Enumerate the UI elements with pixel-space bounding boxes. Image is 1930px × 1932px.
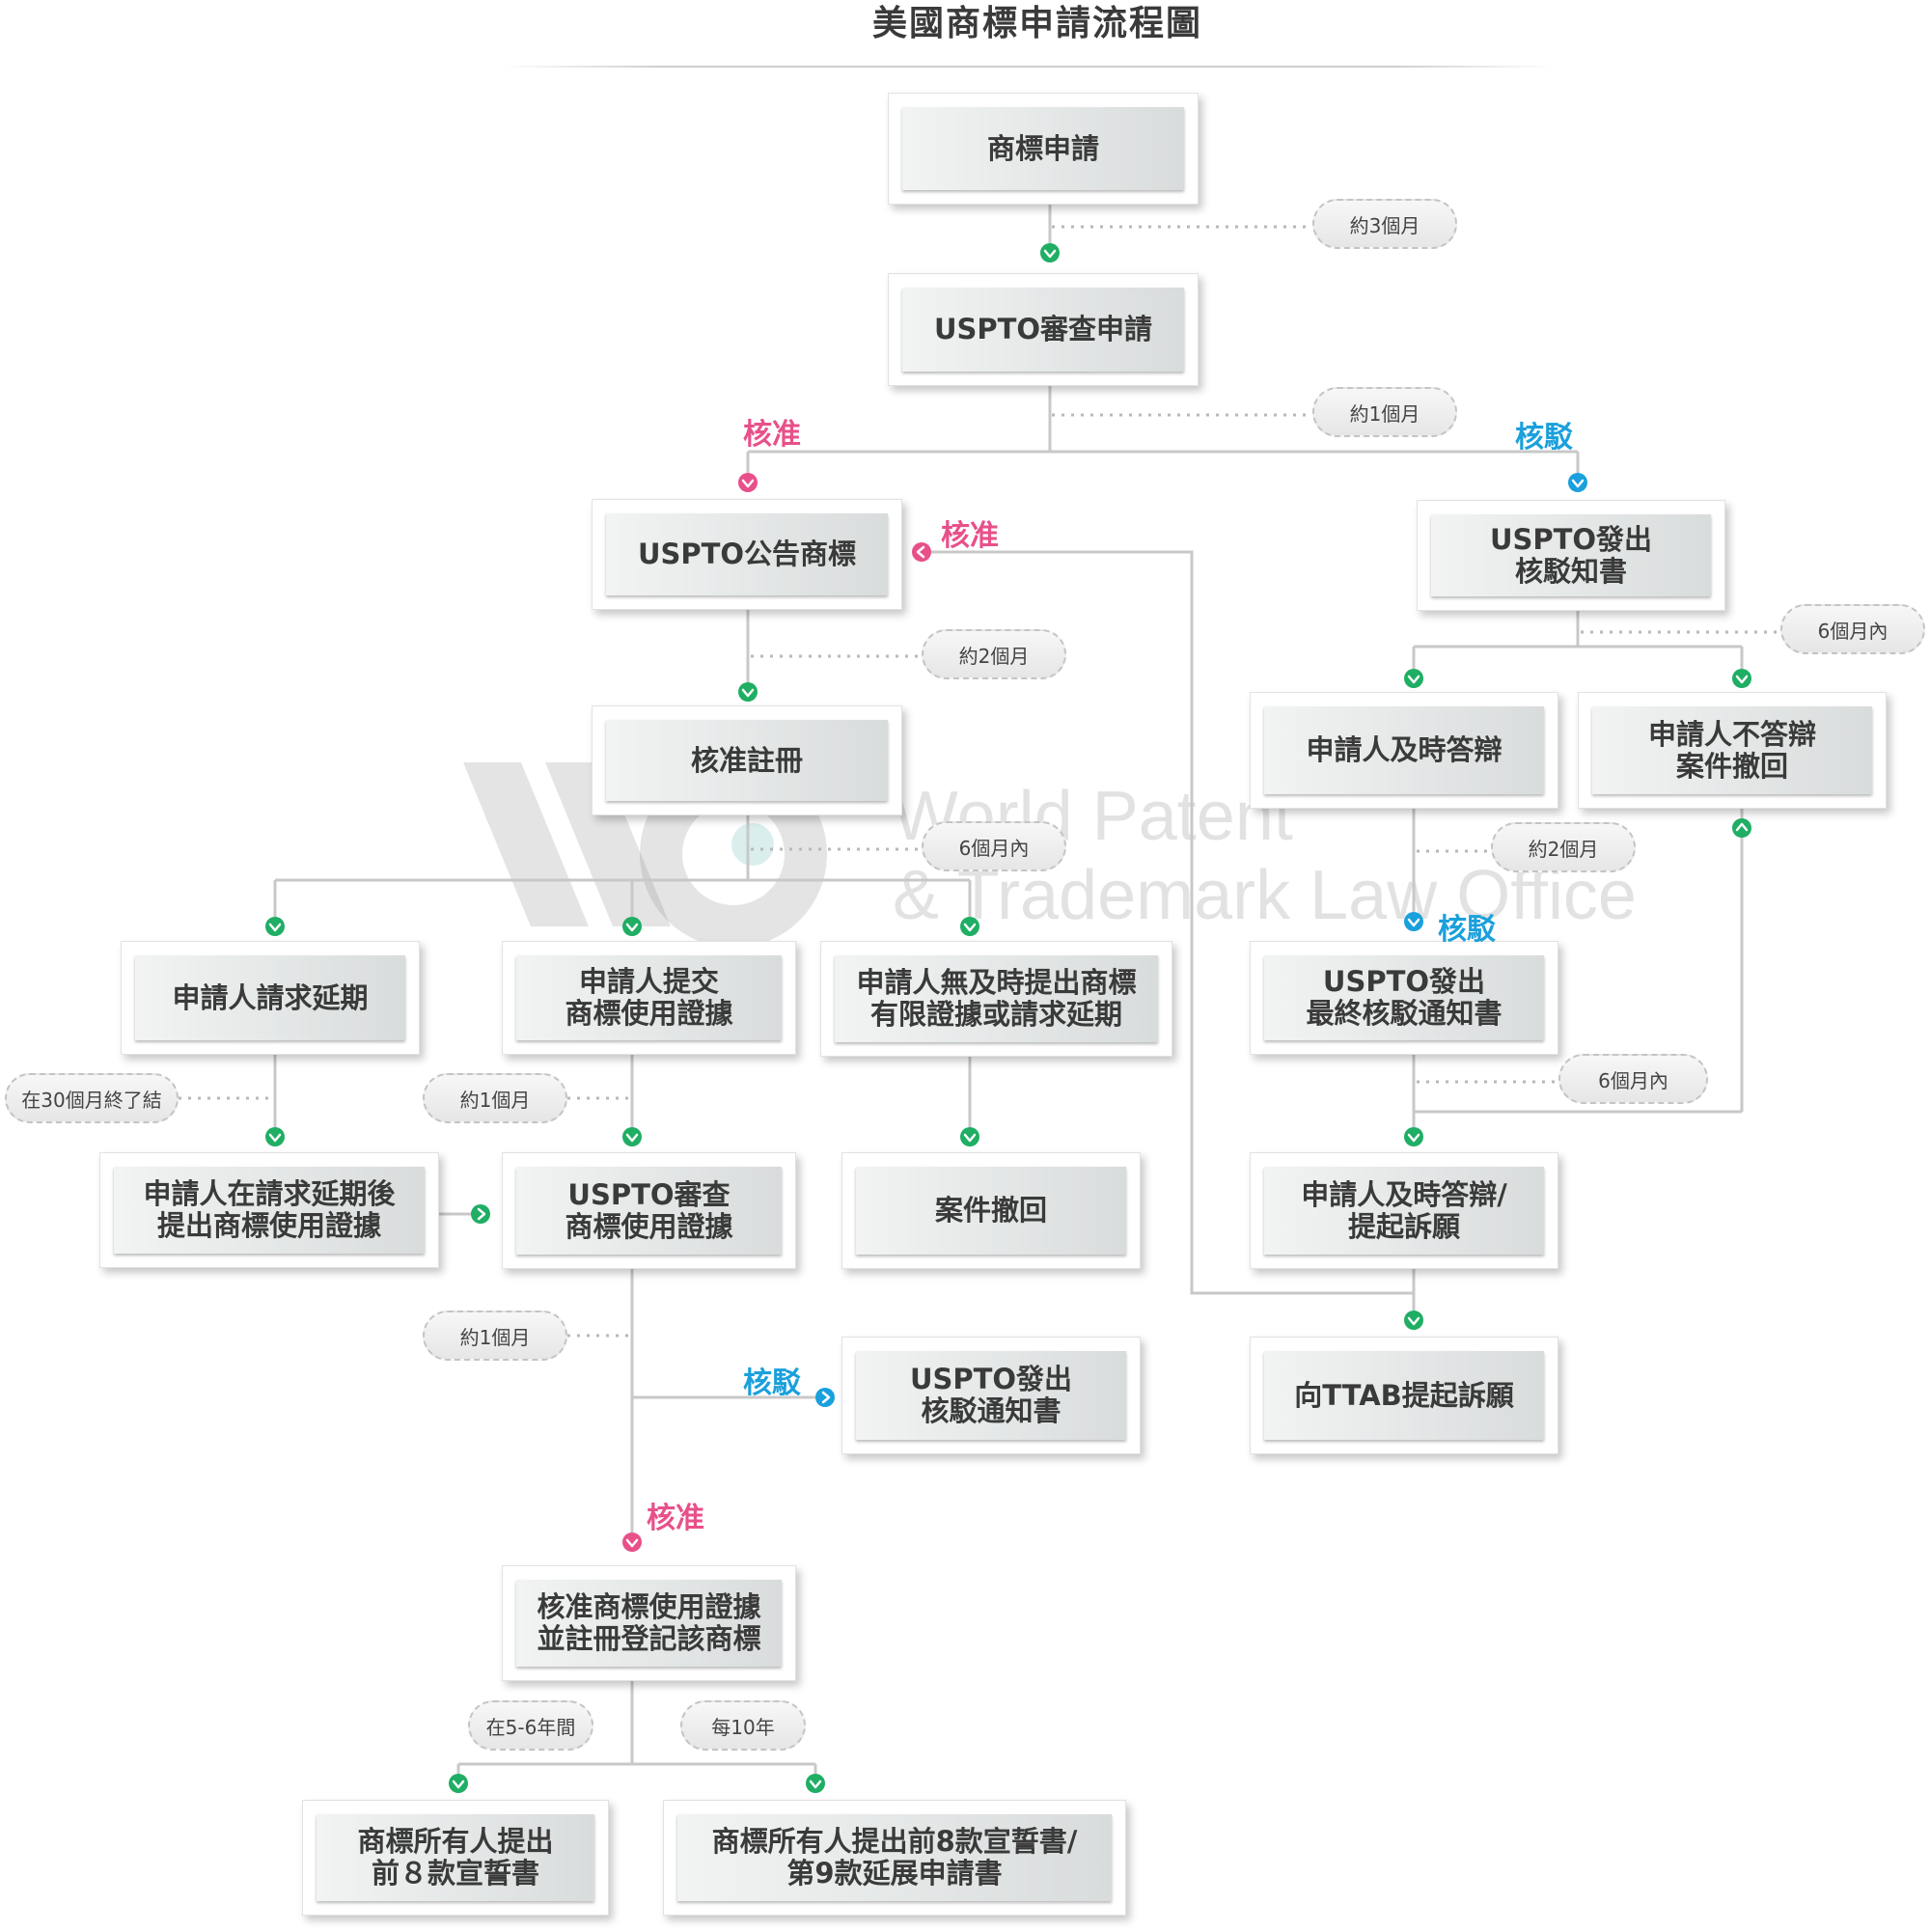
page-title: 美國商標申請流程圖 xyxy=(871,4,1202,43)
box-label: USPTO審查申請 xyxy=(933,313,1153,345)
box-response-or-appeal: 申請人及時答辯/ 提起訴願 xyxy=(1250,1152,1558,1269)
box-label: 核准商標使用證據 並註冊登記該商標 xyxy=(537,1590,761,1655)
decision-label-reject: 核駁 xyxy=(1438,913,1496,947)
box-approve-and-register: 核准商標使用證據 並註冊登記該商標 xyxy=(502,1565,796,1681)
decision-label-approve: 核准 xyxy=(941,519,999,553)
duration-pill: 在30個月終了結 xyxy=(5,1073,179,1123)
box-office-action: USPTO發出 核駁知書 xyxy=(1417,500,1725,611)
duration-pill: 約3個月 xyxy=(1312,199,1457,249)
box-final-office-action: USPTO發出 最終核駁通知書 xyxy=(1250,941,1558,1055)
box-uspto-publish: USPTO公告商標 xyxy=(592,499,902,610)
box-label: 核准註冊 xyxy=(690,743,803,777)
box-label: 向TTAB提起訴願 xyxy=(1294,1378,1514,1412)
duration-pill: 約1個月 xyxy=(423,1311,567,1361)
box-evidence-after-extension: 申請人在請求延期後 提出商標使用證據 xyxy=(99,1152,439,1268)
decision-label-approve: 核准 xyxy=(743,418,801,452)
box-submit-use-evidence: 申請人提交 商標使用證據 xyxy=(502,941,796,1055)
duration-pill: 約2個月 xyxy=(1491,822,1636,872)
box-label: 商標申請 xyxy=(986,131,1099,165)
duration-pill: 約2個月 xyxy=(922,629,1066,679)
box-label: 申請人及時答辯 xyxy=(1306,733,1503,766)
box-label: 商標所有人提出 前８款宣誓書 xyxy=(357,1825,554,1890)
box-label: 商標所有人提出前8款宣誓書/ 第9款延展申請書 xyxy=(711,1825,1078,1890)
box-review-use-evidence: USPTO審查 商標使用證據 xyxy=(502,1152,796,1269)
box-label: USPTO發出 核駁知書 xyxy=(1489,522,1653,588)
duration-pill: 每10年 xyxy=(680,1700,806,1751)
box-label: 申請人提交 商標使用證據 xyxy=(565,965,733,1030)
duration-pill: 6個月內 xyxy=(922,821,1066,871)
box-label: 申請人及時答辯/ 提起訴願 xyxy=(1301,1177,1507,1243)
decision-label-approve: 核准 xyxy=(647,1502,704,1535)
box-trademark-application: 商標申請 xyxy=(888,93,1199,205)
duration-pill: 6個月內 xyxy=(1780,604,1925,654)
box-label: 申請人無及時提出商標 有限證據或請求延期 xyxy=(856,966,1137,1031)
duration-pill: 約1個月 xyxy=(423,1073,567,1123)
box-ttab-appeal: 向TTAB提起訴願 xyxy=(1250,1337,1558,1454)
decision-label-reject: 核駁 xyxy=(743,1366,801,1400)
box-no-timely-evidence: 申請人無及時提出商標 有限證據或請求延期 xyxy=(820,941,1172,1057)
box-label: 申請人請求延期 xyxy=(172,980,369,1014)
box-label: USPTO發出 核駁通知書 xyxy=(909,1363,1073,1427)
box-owner-section-8: 商標所有人提出 前８款宣誓書 xyxy=(302,1800,609,1916)
box-extension-request: 申請人請求延期 xyxy=(121,941,420,1055)
box-no-response-withdrawn: 申請人不答辯 案件撤回 xyxy=(1578,692,1887,809)
box-label: USPTO發出 最終核駁通知書 xyxy=(1306,965,1503,1030)
box-timely-response: 申請人及時答辯 xyxy=(1250,692,1558,809)
box-case-withdrawn: 案件撤回 xyxy=(841,1152,1141,1269)
duration-pill: 6個月內 xyxy=(1558,1054,1708,1104)
box-registration-approved: 核准註冊 xyxy=(592,705,902,815)
box-label: USPTO審查 商標使用證據 xyxy=(565,1177,733,1243)
box-label: 申請人不答辯 案件撤回 xyxy=(1647,717,1816,783)
box-label: USPTO公告商標 xyxy=(637,538,857,570)
box-uspto-review: USPTO審查申請 xyxy=(888,273,1199,386)
box-rejection-notice: USPTO發出 核駁通知書 xyxy=(841,1337,1141,1454)
box-owner-section-8-9: 商標所有人提出前8款宣誓書/ 第9款延展申請書 xyxy=(663,1800,1126,1916)
duration-pill: 約1個月 xyxy=(1312,387,1457,437)
duration-pill: 在5-6年間 xyxy=(468,1700,593,1751)
box-label: 申請人在請求延期後 提出商標使用證據 xyxy=(143,1177,396,1242)
decision-label-reject: 核駁 xyxy=(1515,421,1573,455)
title-divider xyxy=(502,66,1554,68)
box-label: 案件撤回 xyxy=(934,1194,1047,1227)
